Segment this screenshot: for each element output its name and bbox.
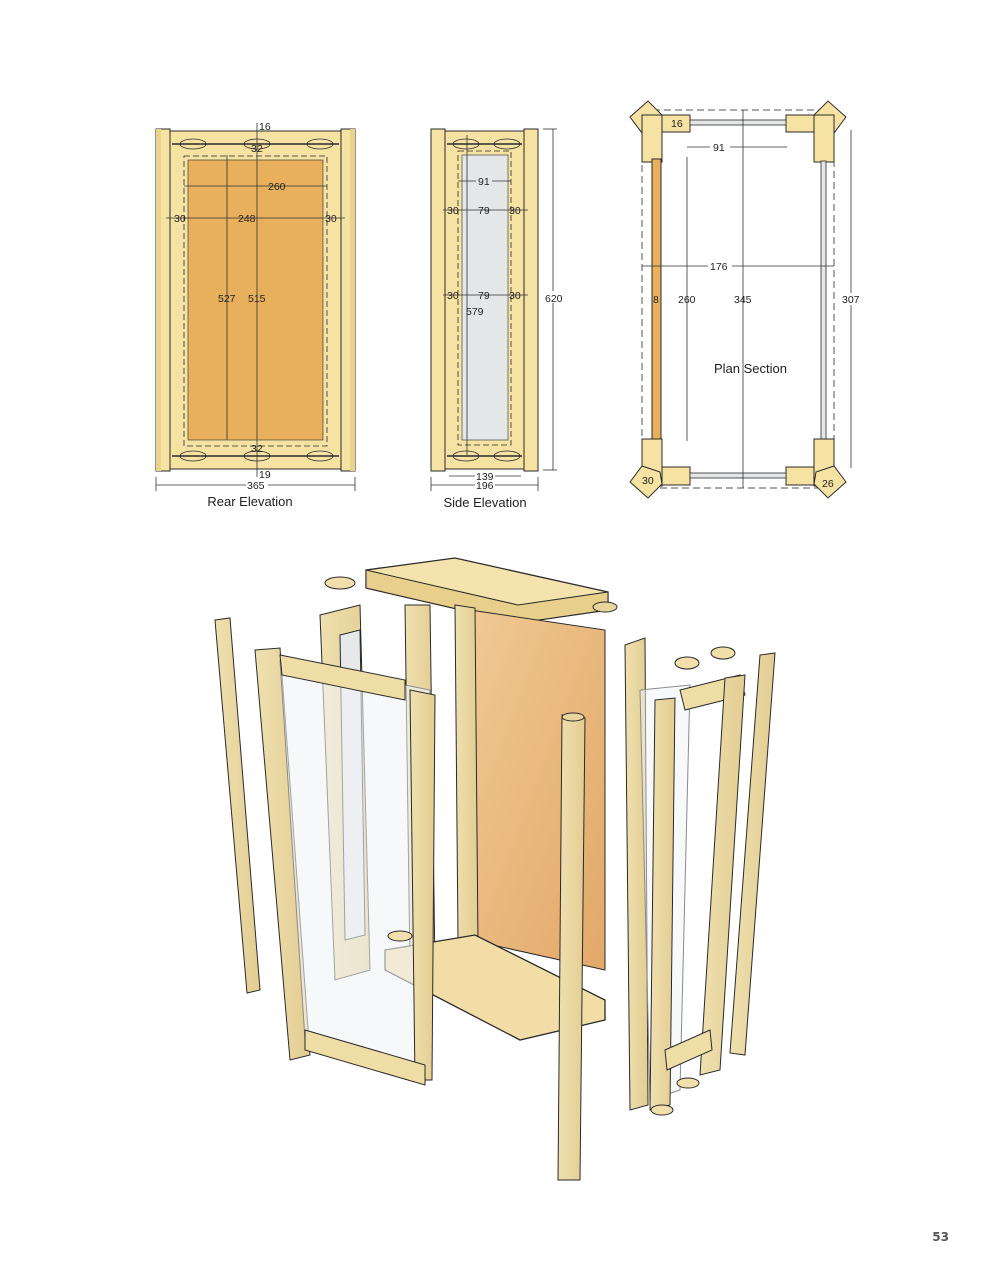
dim-rear-inner-width: 248 [238,213,256,225]
page-number: 53 [932,1230,949,1244]
dim-plan-panel-thickness: 8 [653,294,659,306]
dim-side-opening-height: 579 [466,306,484,318]
dim-side-opening-top: 79 [478,205,490,217]
dim-side-stile-left-mid: 30 [447,290,459,302]
dim-rear-stile-right: 30 [325,213,337,225]
dim-side-stile-right-mid: 30 [509,290,521,302]
exploded-view-illustration [200,550,800,1190]
dim-rear-bottom-rail: 32 [251,443,263,455]
plan-section-drawing: 91 16 176 8 260 345 307 30 26 [620,95,870,510]
plan-section-caption: Plan Section [714,361,787,376]
dim-plan-post-left: 30 [642,475,654,487]
side-elevation-caption: Side Elevation [443,495,527,510]
dim-rear-inner-height: 515 [248,293,266,305]
dim-side-stile-left-top: 30 [447,205,459,217]
dim-side-stile-right-top: 30 [509,205,521,217]
rear-elevation-caption: Rear Elevation [207,494,293,509]
dim-rear-bottom-offset: 19 [259,469,271,481]
dim-rear-panel-height: 527 [218,293,236,305]
side-elevation-drawing: 91 30 79 30 30 79 30 579 620 139 196 [425,115,565,515]
dim-side-opening-mid: 79 [478,290,490,302]
dim-plan-overall-depth: 345 [734,294,752,306]
dim-plan-rail-thickness: 16 [671,118,683,130]
dim-rear-panel-width: 260 [268,181,286,193]
dim-plan-post-right: 26 [822,478,834,490]
dim-plan-glass-width: 91 [713,142,725,154]
dim-rear-top-offset: 16 [259,121,271,133]
dim-side-overall-height: 620 [545,293,563,305]
dim-rear-stile-left: 30 [174,213,186,225]
dim-plan-side-depth: 307 [842,294,860,306]
dim-rear-overall-width: 365 [247,480,265,492]
dim-plan-inner-width: 176 [710,261,728,273]
dim-plan-panel-depth: 260 [678,294,696,306]
dim-rear-top-rail: 32 [251,143,263,155]
dim-side-glass-width: 91 [478,176,490,188]
rear-elevation-drawing: 16 32 260 30 248 30 527 515 32 19 365 [150,115,370,515]
dim-side-overall-width: 196 [476,480,494,492]
